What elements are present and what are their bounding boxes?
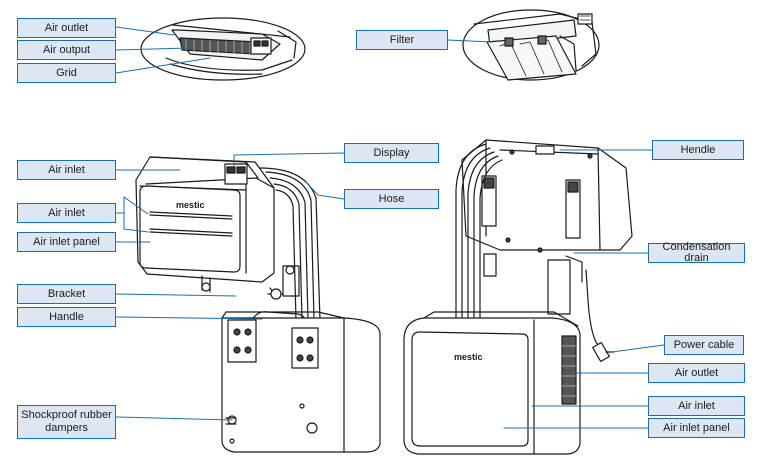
- zoom-air-outlet-detail: [140, 17, 306, 81]
- label-hendle: Hendle: [652, 140, 744, 160]
- label-text-line-2: dampers: [45, 422, 88, 434]
- label-text: Air inlet panel: [663, 421, 730, 434]
- label-air-inlet-1: Air inlet: [17, 160, 116, 180]
- label-text: Hendle: [680, 143, 716, 156]
- right-unit-side-vent: [561, 335, 577, 405]
- label-air-outlet-right: Air outlet: [648, 363, 745, 383]
- label-grid: Grid: [17, 63, 116, 83]
- label-condensation-drain: Condensation drain: [648, 241, 745, 264]
- label-handle: Handle: [17, 307, 116, 327]
- left-unit-brand-logo: mestic: [176, 200, 205, 210]
- label-text: Hose: [378, 192, 405, 205]
- right-unit-drawing: [403, 139, 633, 455]
- label-text: Power cable: [673, 338, 735, 351]
- label-air-output: Air output: [17, 40, 116, 60]
- label-display: Display: [344, 143, 439, 163]
- label-text: Air output: [42, 43, 91, 56]
- zoom-filter-cartridge: [486, 35, 577, 81]
- label-hose: Hose: [344, 189, 439, 209]
- left-unit-drawing: [135, 156, 381, 453]
- label-text: Handle: [49, 310, 84, 323]
- label-text: Display: [373, 146, 410, 159]
- label-filter: Filter: [356, 30, 448, 50]
- label-air-inlet-2: Air inlet: [17, 203, 116, 223]
- leader-lines: [115, 26, 665, 429]
- label-air-outlet-top: Air outlet: [17, 18, 116, 38]
- label-air-inlet-right: Air inlet: [648, 396, 745, 416]
- label-air-inlet-panel-right: Air inlet panel: [648, 418, 745, 438]
- label-text: Bracket: [47, 287, 86, 300]
- label-text: Air outlet: [674, 366, 719, 379]
- label-text: Grid: [56, 66, 77, 79]
- label-text: Air outlet: [44, 21, 89, 34]
- label-text: Air inlet panel: [33, 235, 100, 248]
- label-bracket: Bracket: [17, 284, 116, 304]
- label-text-line-1: Shockproof rubber: [21, 409, 112, 421]
- label-text: Air inlet: [678, 399, 715, 412]
- label-text: Condensation drain: [662, 241, 731, 264]
- label-text: Filter: [389, 33, 415, 46]
- label-text: Air inlet: [48, 206, 85, 219]
- label-text: Air inlet: [48, 163, 85, 176]
- label-shockproof-rubber-dampers: Shockproof rubber dampers: [17, 405, 116, 439]
- right-unit-brand-logo: mestic: [454, 352, 483, 362]
- label-air-inlet-panel-left: Air inlet panel: [17, 232, 116, 252]
- zoom-filter-detail: [462, 9, 600, 81]
- label-power-cable: Power cable: [664, 335, 744, 355]
